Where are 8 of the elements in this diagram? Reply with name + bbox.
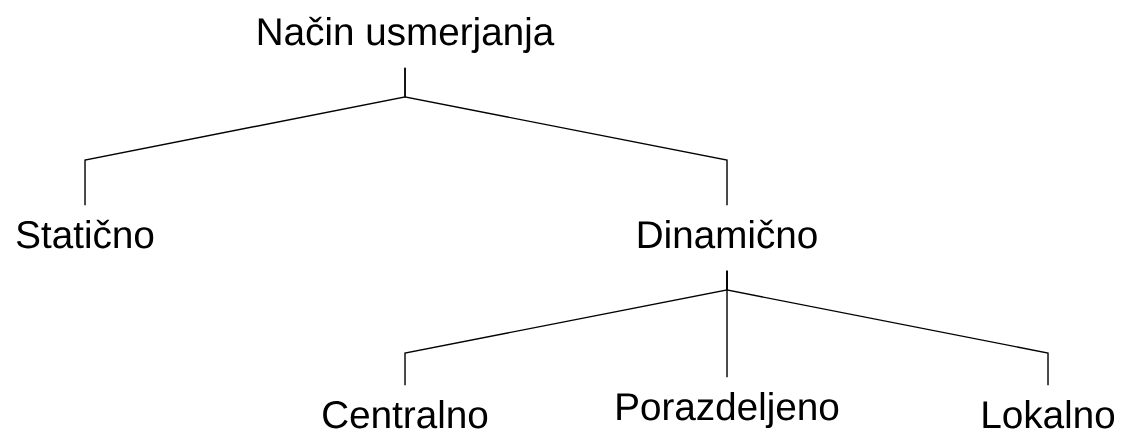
tree-branch [726, 270, 1049, 386]
tree-label: Lokalno [983, 399, 1115, 429]
tree-label: Način usmerjanja [258, 16, 555, 53]
tree-label: Dinamično [638, 219, 817, 249]
tree-label: Centralno [323, 399, 488, 429]
tree-label: Porazdeljeno [617, 391, 839, 428]
tree-branch [404, 67, 728, 206]
tree-label: Statično [16, 219, 154, 249]
